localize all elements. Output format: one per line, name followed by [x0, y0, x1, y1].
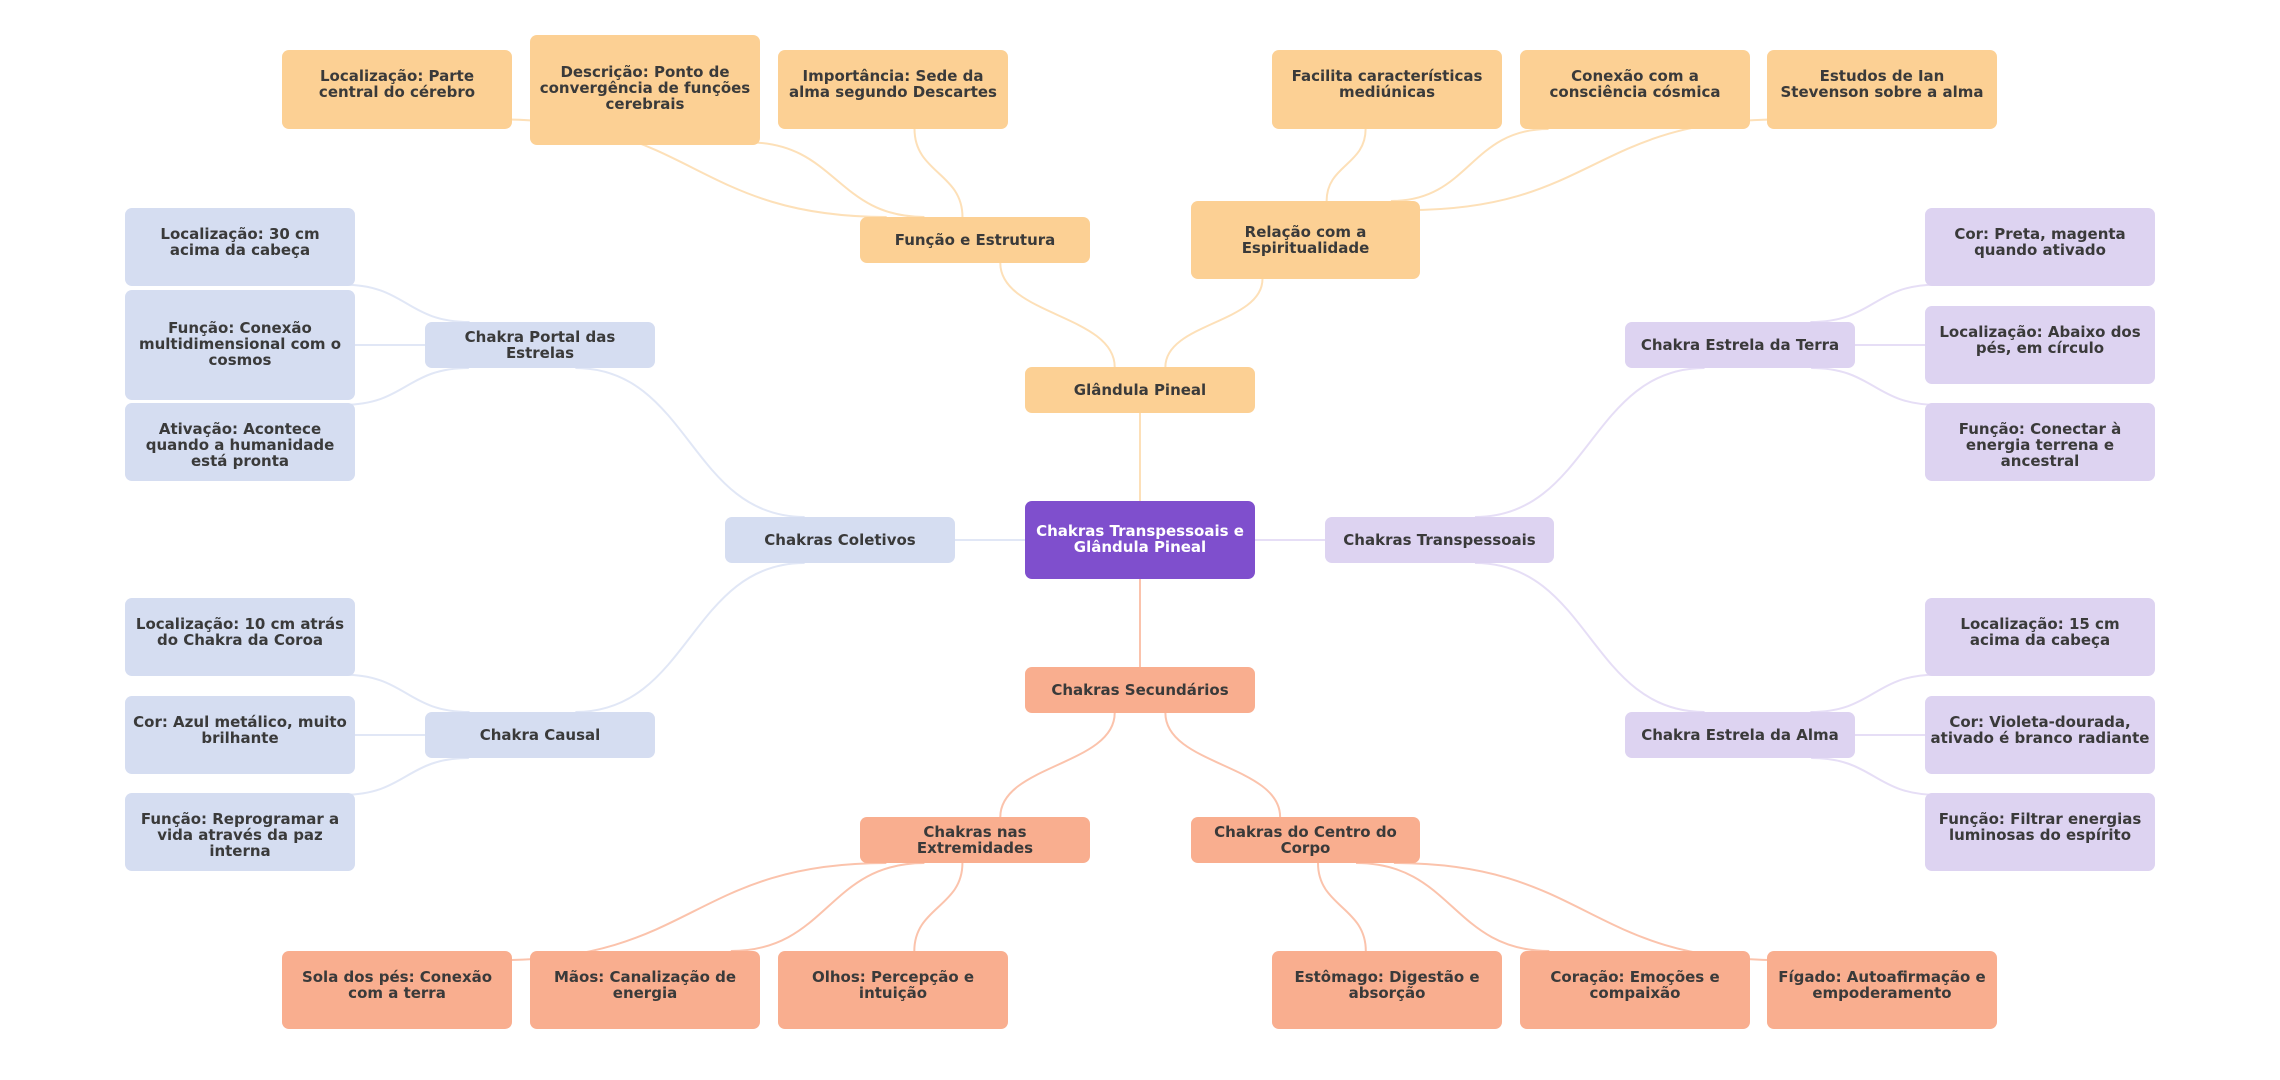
edge-espiritualidade-stevenson	[1407, 118, 1780, 212]
edge-portal-portal_ativacao	[342, 367, 469, 406]
edge-coletivos-causal	[575, 562, 805, 713]
node-portal-localizacao[interactable]: Localização: 30 cm acima da cabeça	[125, 208, 355, 286]
edge-centro-figado	[1393, 862, 1780, 962]
node-alma-funcao[interactable]: Função: Filtrar energias luminosas do es…	[1925, 793, 2155, 871]
edge-coletivos-portal	[575, 367, 805, 518]
node-terra-localizacao[interactable]: Localização: Abaixo dos pés, em círculo	[1925, 306, 2155, 384]
node-estomago[interactable]: Estômago: Digestão e absorção	[1272, 951, 1502, 1029]
node-pineal-importancia[interactable]: Importância: Sede da alma segundo Descar…	[778, 50, 1008, 129]
node-chakras-extremidades[interactable]: Chakras nas Extremidades	[860, 817, 1090, 863]
edge-alma-alma_funcao	[1811, 757, 1938, 796]
node-chakras-transpessoais[interactable]: Chakras Transpessoais	[1325, 517, 1554, 563]
edge-transpessoais-alma	[1474, 562, 1705, 713]
edge-funcao_estrutura-pineal_descricao	[747, 141, 925, 218]
edge-pineal-funcao_estrutura	[999, 262, 1116, 368]
edge-espiritualidade-mediunicas	[1325, 128, 1367, 202]
edge-pineal-espiritualidade	[1164, 278, 1264, 368]
node-figado[interactable]: Fígado: Autoafirmação e empoderamento	[1767, 951, 1997, 1029]
node-olhos[interactable]: Olhos: Percepção e intuição	[778, 951, 1008, 1029]
edge-espiritualidade-consciencia_cosmica	[1390, 128, 1549, 202]
edge-secundarios-extremidades	[999, 712, 1116, 818]
node-funcao-estrutura[interactable]: Função e Estrutura	[860, 217, 1090, 263]
edge-portal-portal_localizacao	[342, 283, 470, 323]
edge-causal-causal_localizacao	[342, 673, 470, 713]
node-causal-cor[interactable]: Cor: Azul metálico, muito brilhante	[125, 696, 355, 774]
node-pineal-localizacao[interactable]: Localização: Parte central do cérebro	[282, 50, 512, 129]
node-chakras-centro-corpo[interactable]: Chakras do Centro do Corpo	[1191, 817, 1420, 863]
node-alma-cor[interactable]: Cor: Violeta-dourada, ativado é branco r…	[1925, 696, 2155, 774]
node-portal-ativacao[interactable]: Ativação: Acontece quando a humanidade e…	[125, 403, 355, 481]
node-estrela-alma[interactable]: Chakra Estrela da Alma	[1625, 712, 1855, 758]
edge-extremidades-olhos	[913, 862, 964, 952]
node-causal-localizacao[interactable]: Localização: 10 cm atrás do Chakra da Co…	[125, 598, 355, 676]
node-chakra-causal[interactable]: Chakra Causal	[425, 712, 655, 758]
node-terra-funcao[interactable]: Função: Conectar à energia terrena e anc…	[1925, 403, 2155, 481]
edge-terra-terra_funcao	[1811, 367, 1938, 406]
edge-funcao_estrutura-pineal_importancia	[913, 128, 964, 218]
edge-alma-alma_localizacao	[1810, 673, 1938, 713]
node-ian-stevenson[interactable]: Estudos de Ian Stevenson sobre a alma	[1767, 50, 1997, 129]
node-consciencia-cosmica[interactable]: Conexão com a consciência cósmica	[1520, 50, 1750, 129]
edge-terra-terra_cor	[1810, 283, 1938, 323]
node-sola-pes[interactable]: Sola dos pés: Conexão com a terra	[282, 951, 512, 1029]
edge-extremidades-sola	[499, 862, 887, 962]
node-maos[interactable]: Mãos: Canalização de energia	[530, 951, 760, 1029]
node-causal-funcao[interactable]: Função: Reprogramar a vida através da pa…	[125, 793, 355, 871]
edge-centro-estomago	[1317, 862, 1367, 952]
node-alma-localizacao[interactable]: Localização: 15 cm acima da cabeça	[1925, 598, 2155, 676]
node-glandula-pineal[interactable]: Glândula Pineal	[1025, 367, 1255, 413]
node-pineal-descricao[interactable]: Descrição: Ponto de convergência de funç…	[530, 35, 760, 145]
node-mediunicas[interactable]: Facilita características mediúnicas	[1272, 50, 1502, 129]
edge-extremidades-maos	[730, 862, 925, 952]
node-coracao[interactable]: Coração: Emoções e compaixão	[1520, 951, 1750, 1029]
node-estrela-terra[interactable]: Chakra Estrela da Terra	[1625, 322, 1855, 368]
node-terra-cor[interactable]: Cor: Preta, magenta quando ativado	[1925, 208, 2155, 286]
node-chakras-coletivos[interactable]: Chakras Coletivos	[725, 517, 955, 563]
node-portal-estrelas[interactable]: Chakra Portal das Estrelas	[425, 322, 655, 368]
edge-transpessoais-terra	[1474, 367, 1705, 518]
edge-causal-causal_funcao	[342, 757, 469, 796]
root-node[interactable]: Chakras Transpessoais e Glândula Pineal	[1025, 501, 1255, 579]
node-chakras-secundarios[interactable]: Chakras Secundários	[1025, 667, 1255, 713]
edge-secundarios-centro	[1164, 712, 1282, 818]
node-relacao-espiritualidade[interactable]: Relação com a Espiritualidade	[1191, 201, 1420, 279]
node-portal-funcao[interactable]: Função: Conexão multidimensional com o c…	[125, 290, 355, 400]
edge-centro-coracao	[1356, 862, 1550, 952]
